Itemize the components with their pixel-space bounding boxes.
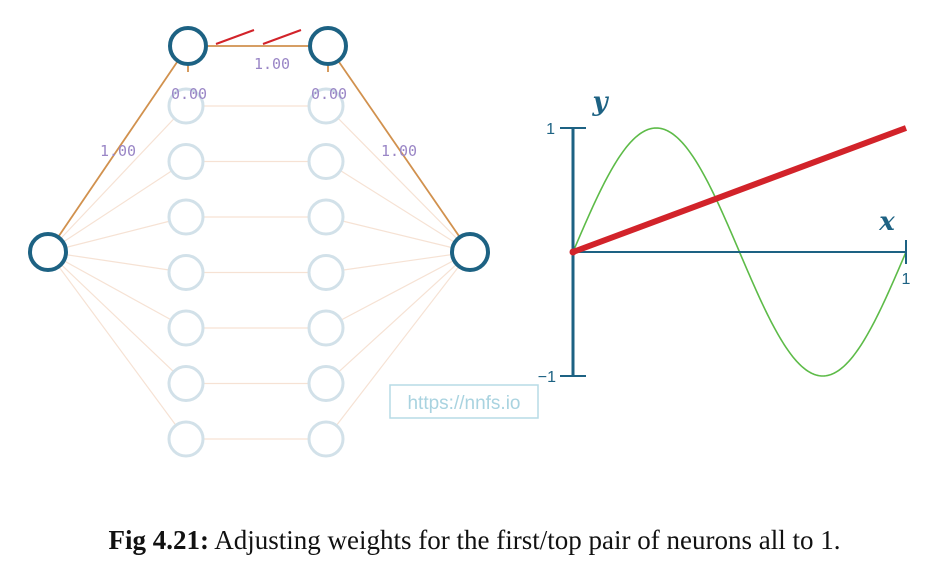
hidden2-neuron [307, 198, 345, 236]
weight-label-right: 1.00 [381, 142, 417, 160]
function-plot: 1 −1 1 y x https://nnfs.io [389, 87, 911, 419]
hidden1-neuron [167, 143, 205, 180]
input-to-hidden1-connection [47, 251, 187, 440]
input-to-hidden1-connection [47, 251, 187, 329]
hidden2-to-output-connection [325, 251, 471, 274]
hidden2-neuron [307, 143, 345, 180]
hidden1-neuron [167, 309, 205, 347]
input-to-hidden1-connection [47, 160, 187, 253]
active-output-connection [327, 45, 471, 253]
hidden2-neuron [307, 87, 345, 125]
hidden2-to-output-connection [325, 251, 471, 329]
hidden1-neuron [167, 420, 205, 458]
y-tick-label-bottom: −1 [538, 369, 556, 386]
bias-label-second-hidden: 0.00 [311, 85, 347, 103]
hidden2-neuron [307, 309, 345, 347]
neural-network-diagram: 1.00 1.00 1.00 0.00 0.00 [28, 26, 490, 458]
hidden2-neuron [307, 254, 345, 291]
active-input-connection [47, 45, 189, 253]
adjust-mark-left [215, 29, 255, 45]
input-to-hidden1-connection [47, 251, 187, 274]
hidden2-to-output-connection [325, 216, 471, 253]
output-neuron [450, 232, 490, 272]
caption-label: Fig 4.21: [108, 525, 210, 555]
input-to-hidden1-connection [47, 216, 187, 253]
hidden1-neuron [167, 198, 205, 236]
hidden1-neuron [167, 254, 205, 291]
hidden2-to-output-connection [325, 251, 471, 384]
weight-label-top: 1.00 [254, 55, 290, 73]
hidden2-neuron [307, 365, 345, 402]
hidden2-to-output-connection [325, 160, 471, 253]
x-axis-label: x [878, 207, 895, 237]
network-output-line [571, 125, 908, 255]
caption-text: Adjusting weights for the first/top pair… [209, 525, 841, 555]
x-tick-label: 1 [902, 271, 911, 288]
output-line-start-dot [569, 248, 577, 256]
y-axis-label: y [591, 87, 609, 117]
hidden1-neuron [167, 365, 205, 402]
adjust-mark-right [262, 29, 302, 45]
weight-label-left: 1.00 [100, 142, 136, 160]
neuron-nodes [28, 26, 490, 458]
connection-lines [47, 105, 471, 440]
input-neuron [28, 232, 68, 272]
hidden2-neuron [307, 420, 345, 458]
y-tick-label-top: 1 [546, 121, 555, 138]
figure-caption: Fig 4.21: Adjusting weights for the firs… [0, 525, 949, 556]
watermark-text: https://nnfs.io [407, 393, 520, 414]
hidden1-neuron [167, 87, 205, 125]
active-hidden2-neuron [308, 26, 348, 66]
input-to-hidden1-connection [47, 105, 187, 253]
active-hidden1-neuron [168, 26, 208, 66]
input-to-hidden1-connection [47, 251, 187, 384]
hidden2-to-output-connection [325, 251, 471, 440]
hidden2-to-output-connection [325, 105, 471, 253]
active-connection-lines [47, 45, 471, 253]
bias-label-first-hidden: 0.00 [171, 85, 207, 103]
watermark-box [389, 384, 539, 419]
